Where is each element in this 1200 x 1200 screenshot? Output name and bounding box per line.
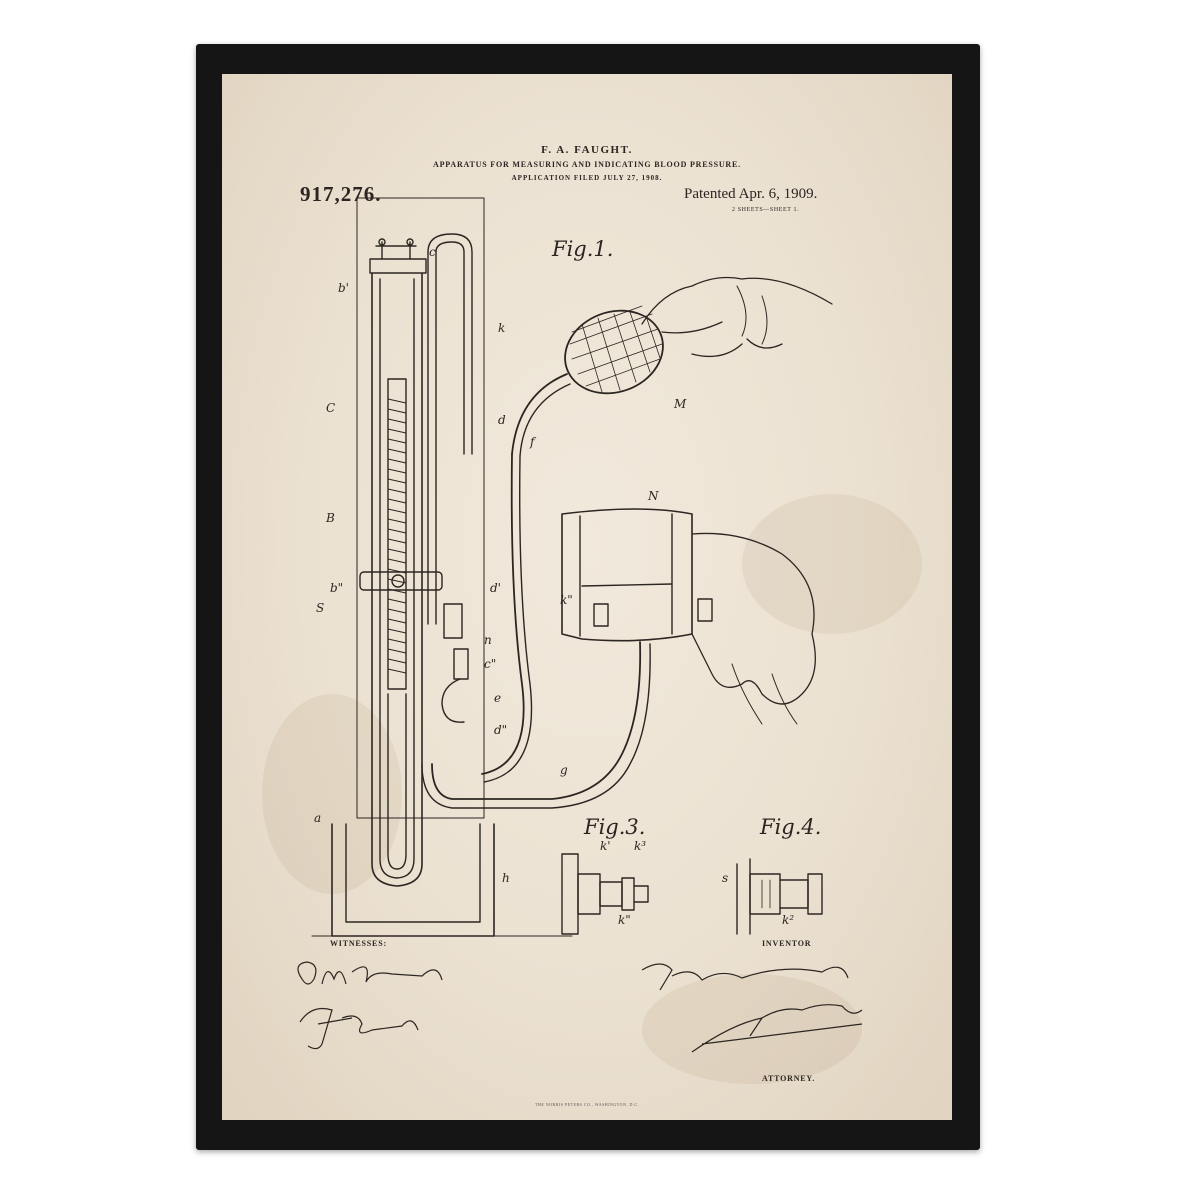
ref-letter: n	[484, 633, 492, 647]
lower-hand	[691, 532, 816, 705]
patent-drawing: Fig.1. Fig.3. Fig.4. b' c k C d f M B N …	[297, 197, 863, 1053]
ref-letter: c"	[484, 657, 496, 671]
ref-letter: d	[498, 413, 506, 427]
sheet-count: 2 SHEETS—SHEET 1.	[732, 207, 800, 213]
valve-loop	[441, 678, 465, 723]
ref-letter: k²	[782, 913, 794, 927]
fig4-body	[749, 873, 781, 915]
ref-letter: e	[494, 691, 501, 705]
side-tube-d	[427, 251, 437, 625]
bulb-tube	[511, 373, 568, 455]
tube-f	[481, 453, 525, 775]
clamp-screw	[406, 238, 414, 246]
ref-letter: C	[326, 401, 335, 415]
fig3-body	[577, 873, 601, 915]
ref-letter: M	[673, 397, 687, 411]
witness-signature-2	[299, 1007, 419, 1050]
ref-letter: a	[314, 811, 321, 825]
pressure-bulb	[564, 309, 664, 395]
ref-letter: N	[647, 489, 659, 503]
patented-date: Patented Apr. 6, 1909.	[684, 186, 818, 202]
inventor-name: F. A. FAUGHT.	[541, 144, 633, 156]
inventor-label: INVENTOR	[762, 939, 812, 948]
ref-letter: k	[498, 321, 505, 335]
top-bend-tube	[427, 233, 473, 455]
attorney-signature	[691, 1004, 863, 1053]
patent-title: APPARATUS FOR MEASURING AND INDICATING B…	[433, 160, 741, 169]
ref-letter: g	[560, 763, 568, 777]
ref-letter: B	[325, 511, 335, 525]
spring-coils	[387, 398, 407, 674]
manometer-outer-tube	[371, 273, 423, 887]
clamp-s	[359, 571, 443, 591]
valve-c	[453, 648, 469, 680]
indicator-column	[387, 378, 407, 690]
patent-print: F. A. FAUGHT. APPARATUS FOR MEASURING AN…	[222, 74, 952, 1120]
paper-stain	[742, 494, 922, 634]
fig4-plate	[736, 858, 751, 935]
ref-letter: h	[502, 871, 510, 885]
ref-letter: f	[529, 435, 537, 449]
ref-letter: d'	[490, 581, 501, 595]
base-box	[331, 823, 495, 937]
mercury-column	[387, 693, 407, 870]
witness-signature-1	[297, 961, 443, 985]
attorney-label: ATTORNEY.	[762, 1074, 816, 1083]
base-box-inner	[345, 823, 481, 923]
ref-letter: k"	[560, 593, 573, 607]
patent-number: 917,276.	[300, 182, 382, 206]
ref-letter: k"	[618, 913, 631, 927]
fig1-label: Fig.1.	[551, 237, 613, 261]
ref-letter: S	[316, 601, 324, 615]
ref-letter: c	[429, 245, 436, 259]
upper-hand	[641, 276, 833, 358]
picture-frame: F. A. FAUGHT. APPARATUS FOR MEASURING AN…	[196, 44, 980, 1150]
bulb-netting	[569, 305, 663, 393]
clamp-screw	[378, 238, 386, 246]
ref-letter: d"	[494, 723, 507, 737]
valve-d1	[443, 603, 463, 639]
witnesses-label: WITNESSES:	[330, 939, 387, 948]
manometer-inner-tube	[379, 278, 415, 879]
strap-buckle	[697, 598, 713, 622]
inventor-signature	[641, 963, 849, 991]
tube-g	[431, 641, 642, 800]
ref-letter: s	[722, 871, 728, 885]
ref-letter: k'	[600, 839, 611, 853]
ref-letter: k³	[634, 839, 646, 853]
printer-footer: THE NORRIS PETERS CO., WASHINGTON, D.C.	[534, 1102, 640, 1107]
fig3-label: Fig.3.	[583, 815, 645, 839]
cuff-straps	[579, 513, 673, 637]
fig4-label: Fig.4.	[759, 815, 821, 839]
manometer-backboard	[356, 197, 485, 819]
ref-letter: b'	[338, 281, 349, 295]
fig3-plate	[561, 853, 579, 935]
ref-letter: b"	[330, 581, 343, 595]
application-filed: APPLICATION FILED JULY 27, 1908.	[511, 174, 663, 182]
strap-buckle	[593, 603, 609, 627]
top-cap	[369, 258, 427, 274]
